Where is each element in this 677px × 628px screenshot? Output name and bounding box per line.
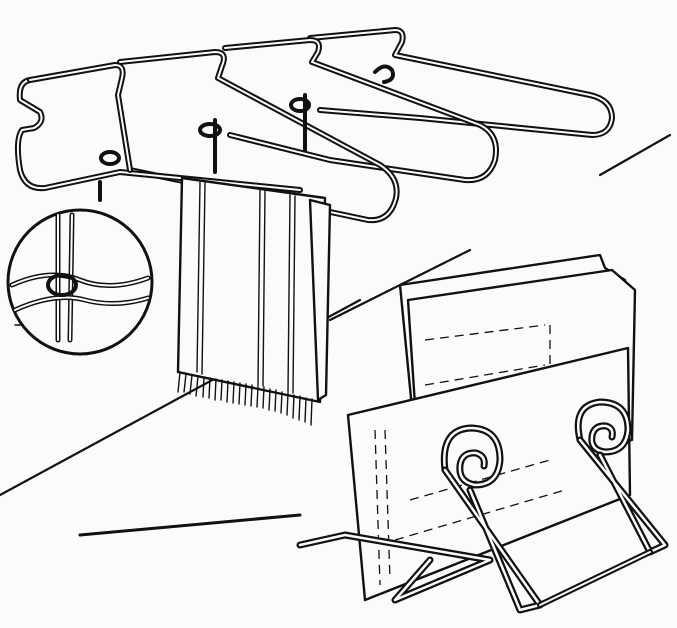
hanger-2 [117, 49, 400, 224]
hanger-3 [222, 37, 499, 184]
hanger-4 [307, 27, 615, 138]
hanger-towel-rack [14, 27, 615, 224]
hanger-twists [98, 64, 395, 202]
towel [176, 176, 332, 426]
hanger-1 [14, 62, 303, 193]
magazine-holder [296, 253, 669, 614]
twist-detail-circle [6, 208, 154, 356]
floor-line [78, 513, 302, 537]
wall-edge-line-3 [598, 133, 672, 177]
